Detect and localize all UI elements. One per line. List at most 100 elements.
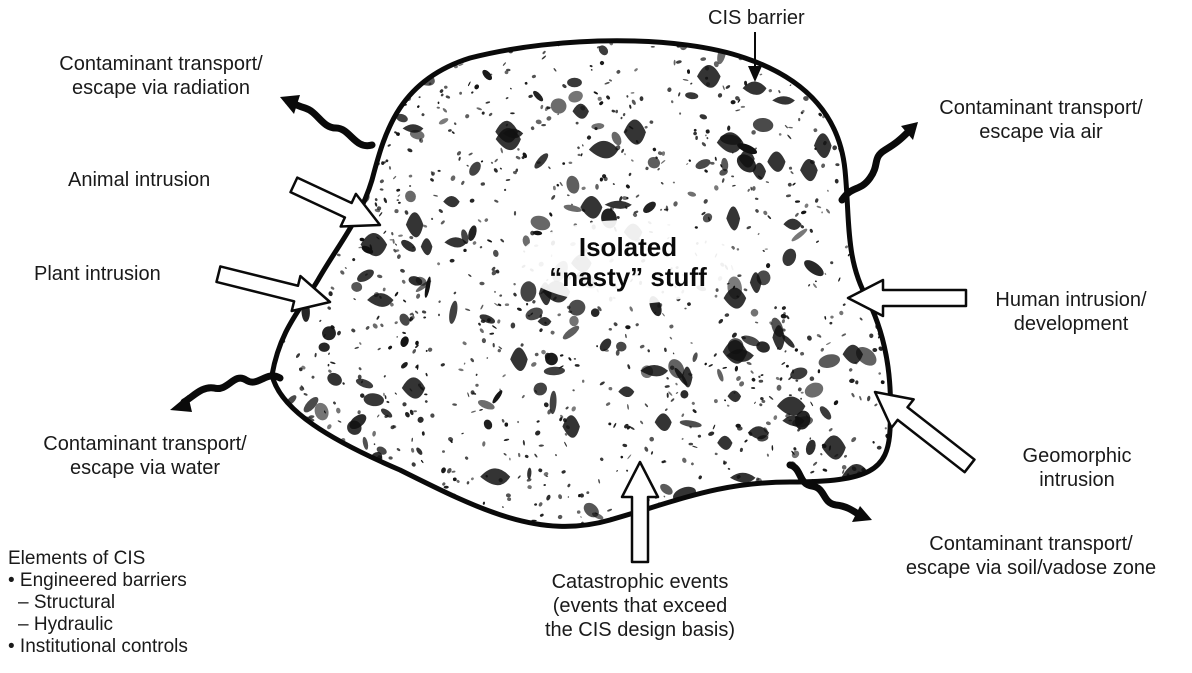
texture-speck: [880, 137, 884, 141]
texture-speck: [424, 400, 428, 404]
texture-speck: [724, 313, 729, 317]
texture-speck: [413, 487, 418, 492]
texture-speck: [872, 441, 875, 444]
texture-speck: [703, 198, 709, 204]
texture-speck: [471, 91, 474, 94]
texture-speck: [328, 369, 333, 373]
texture-blot: [480, 468, 510, 485]
texture-speck: [567, 194, 570, 196]
texture-speck: [526, 303, 529, 306]
texture-speck: [713, 353, 717, 358]
texture-speck: [416, 415, 425, 424]
texture-speck: [833, 399, 839, 406]
texture-speck: [724, 399, 726, 401]
texture-speck: [806, 335, 813, 342]
texture-speck: [597, 96, 602, 101]
texture-speck: [283, 116, 288, 121]
texture-speck: [466, 481, 469, 485]
texture-speck: [760, 374, 763, 376]
texture-speck: [859, 396, 862, 401]
texture-speck: [391, 232, 394, 236]
texture-speck: [660, 208, 663, 211]
texture-speck: [290, 158, 296, 164]
texture-speck: [482, 418, 494, 431]
texture-speck: [867, 395, 871, 401]
texture-speck: [660, 182, 664, 186]
texture-speck: [475, 373, 478, 376]
texture-speck: [574, 358, 577, 360]
texture-speck: [332, 401, 336, 405]
texture-speck: [319, 342, 330, 352]
texture-speck: [694, 129, 697, 132]
texture-speck: [438, 102, 440, 105]
texture-speck: [273, 127, 279, 129]
elements-item-institutional-controls: • Institutional controls: [8, 636, 188, 658]
texture-speck: [556, 183, 560, 187]
texture-speck: [311, 89, 314, 94]
texture-speck: [335, 519, 341, 525]
texture-speck: [327, 502, 333, 507]
texture-speck: [347, 93, 352, 99]
texture-speck: [757, 233, 760, 236]
texture-speck: [446, 467, 452, 474]
texture-speck: [647, 349, 650, 353]
texture-speck: [535, 119, 542, 125]
texture-speck: [725, 84, 731, 89]
texture-speck: [795, 200, 800, 203]
texture-speck: [671, 100, 674, 103]
texture-speck: [481, 111, 485, 115]
texture-speck: [442, 450, 445, 453]
texture-speck: [686, 163, 689, 165]
texture-speck: [664, 385, 670, 388]
soil-label-line1: Contaminant transport/: [872, 532, 1190, 556]
texture-speck: [531, 74, 536, 78]
texture-speck: [737, 504, 743, 508]
texture-speck: [285, 411, 290, 416]
elements-of-cis-list: Elements of CIS • Engineered barriers – …: [8, 548, 188, 658]
texture-speck: [627, 364, 631, 370]
texture-speck: [685, 92, 699, 100]
cis-barrier-label: CIS barrier: [708, 6, 805, 30]
texture-speck: [698, 475, 703, 480]
texture-speck: [635, 194, 640, 198]
texture-speck: [567, 89, 585, 104]
texture-speck: [355, 377, 375, 391]
texture-blot: [589, 141, 619, 159]
texture-speck: [479, 409, 483, 411]
texture-speck: [404, 210, 409, 216]
texture-speck: [517, 421, 519, 423]
texture-blot: [361, 233, 388, 256]
texture-speck: [509, 458, 511, 461]
texture-speck: [272, 236, 274, 237]
texture-speck: [440, 220, 445, 225]
texture-speck: [613, 322, 618, 327]
texture-speck: [759, 74, 762, 76]
texture-speck: [350, 183, 356, 189]
texture-speck: [541, 349, 547, 354]
texture-speck: [710, 162, 715, 165]
texture-speck: [295, 353, 301, 359]
texture-speck: [799, 528, 801, 531]
texture-speck: [705, 129, 710, 134]
texture-speck: [497, 349, 501, 353]
texture-speck: [746, 361, 752, 365]
texture-speck: [378, 212, 382, 217]
texture-speck: [768, 395, 773, 400]
texture-speck: [568, 496, 570, 498]
texture-speck: [381, 88, 385, 92]
texture-speck: [413, 410, 417, 412]
texture-speck: [750, 370, 754, 374]
texture-speck: [744, 439, 748, 443]
texture-speck: [877, 446, 882, 450]
texture-speck: [330, 515, 336, 520]
texture-speck: [723, 494, 728, 499]
texture-speck: [396, 479, 401, 484]
texture-blot: [510, 348, 528, 372]
texture-speck: [608, 328, 612, 331]
texture-speck: [664, 526, 669, 531]
texture-speck: [629, 104, 632, 109]
texture-speck: [695, 136, 698, 140]
texture-speck: [790, 171, 794, 175]
texture-speck: [787, 134, 792, 140]
texture-speck: [755, 197, 759, 200]
